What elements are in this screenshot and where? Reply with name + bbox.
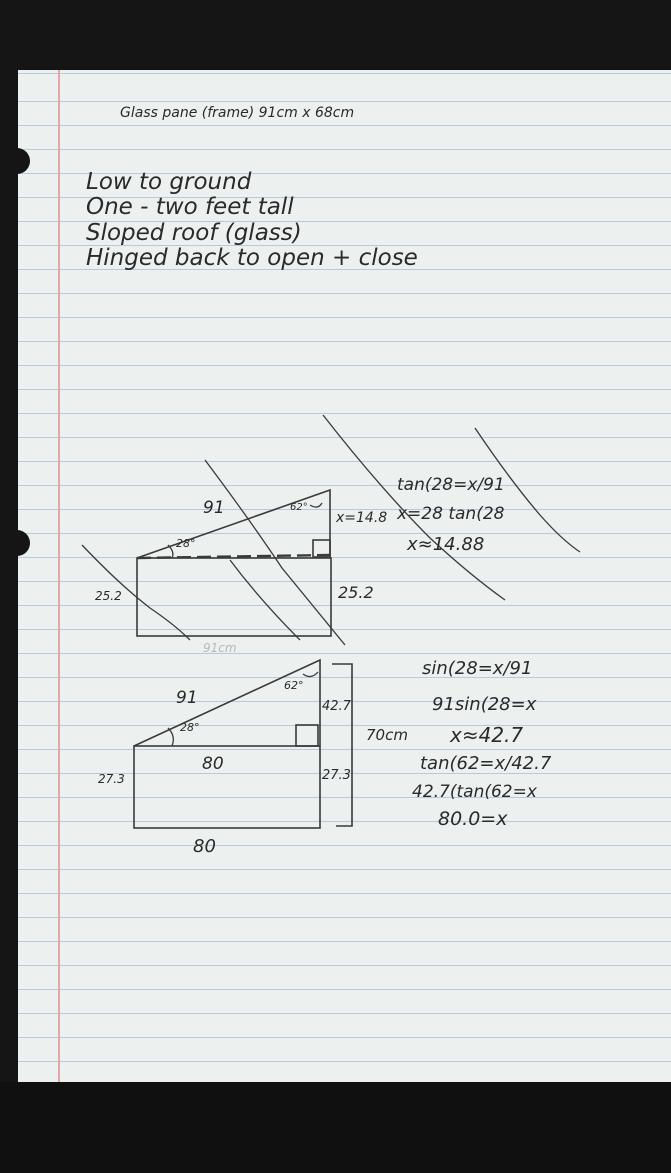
d1-work-line: tan(28=x/91 [397, 475, 505, 495]
d1-right-side-label: 25.2 [338, 583, 374, 602]
d2-hypotenuse-label: 91 [176, 688, 198, 708]
d2-rise-label: 42.7 [322, 699, 351, 714]
d1-left-side-label: 25.2 [95, 589, 122, 603]
d1-triangle [136, 488, 331, 559]
d2-triangle [133, 658, 321, 747]
d2-faint-label: 91cm [203, 641, 237, 655]
stroke-line [204, 459, 346, 646]
d2-right-angle [295, 724, 319, 747]
d2-top-angle-label: 62° [284, 679, 304, 692]
notebook-page [4, 70, 671, 1082]
angle-arc [167, 727, 174, 747]
angle-arc [309, 502, 323, 508]
d1-dashed-line [136, 553, 331, 560]
d1-right-angle [312, 539, 331, 558]
page-title: Glass pane (frame) 91cm x 68cm [120, 105, 355, 121]
d2-bottom-width-label: 80 [193, 836, 216, 857]
d2-work-line: 42.7(tan(62=x [412, 782, 537, 802]
note-line: Sloped roof (glass) [86, 220, 302, 246]
d2-right-side-label: 27.3 [322, 768, 351, 783]
d1-bottom-angle-label: 28° [176, 537, 196, 550]
stroke-line [229, 559, 301, 641]
d1-box [136, 557, 332, 637]
d2-work-line: 80.0=x [438, 808, 508, 830]
d1-work-line: x≈14.88 [407, 534, 485, 555]
binder-hole [4, 148, 30, 174]
angle-arc [302, 671, 319, 678]
stroke-line [81, 544, 191, 641]
d2-work-line: x≈42.7 [450, 723, 524, 747]
stroke-line [322, 414, 506, 601]
d2-bottom-angle-label: 28° [180, 721, 200, 734]
d2-total-height-label: 70cm [366, 726, 408, 744]
d1-hypotenuse-label: 91 [203, 498, 225, 518]
d2-work-line: sin(28=x/91 [422, 658, 533, 679]
binder-hole [4, 530, 30, 556]
stroke-line [474, 427, 581, 553]
d2-height-bracket [332, 663, 353, 827]
d2-work-line: 91sin(28=x [432, 694, 537, 715]
d1-rise-label: x=14.8 [336, 510, 388, 526]
angle-arc [167, 544, 174, 559]
d2-work-line: tan(62=x/42.7 [420, 753, 552, 774]
note-line: Low to ground [86, 169, 252, 195]
note-line: Hinged back to open + close [86, 245, 418, 271]
margin-line [58, 70, 60, 1082]
d1-top-angle-label: 62° [290, 502, 308, 513]
note-line: One - two feet tall [86, 194, 294, 220]
d2-left-side-label: 27.3 [98, 772, 125, 786]
photo-shadow-bottom [0, 1082, 671, 1173]
d2-box [133, 745, 321, 829]
d2-base-label: 80 [202, 754, 224, 774]
d1-work-line: x=28 tan(28 [397, 504, 505, 524]
